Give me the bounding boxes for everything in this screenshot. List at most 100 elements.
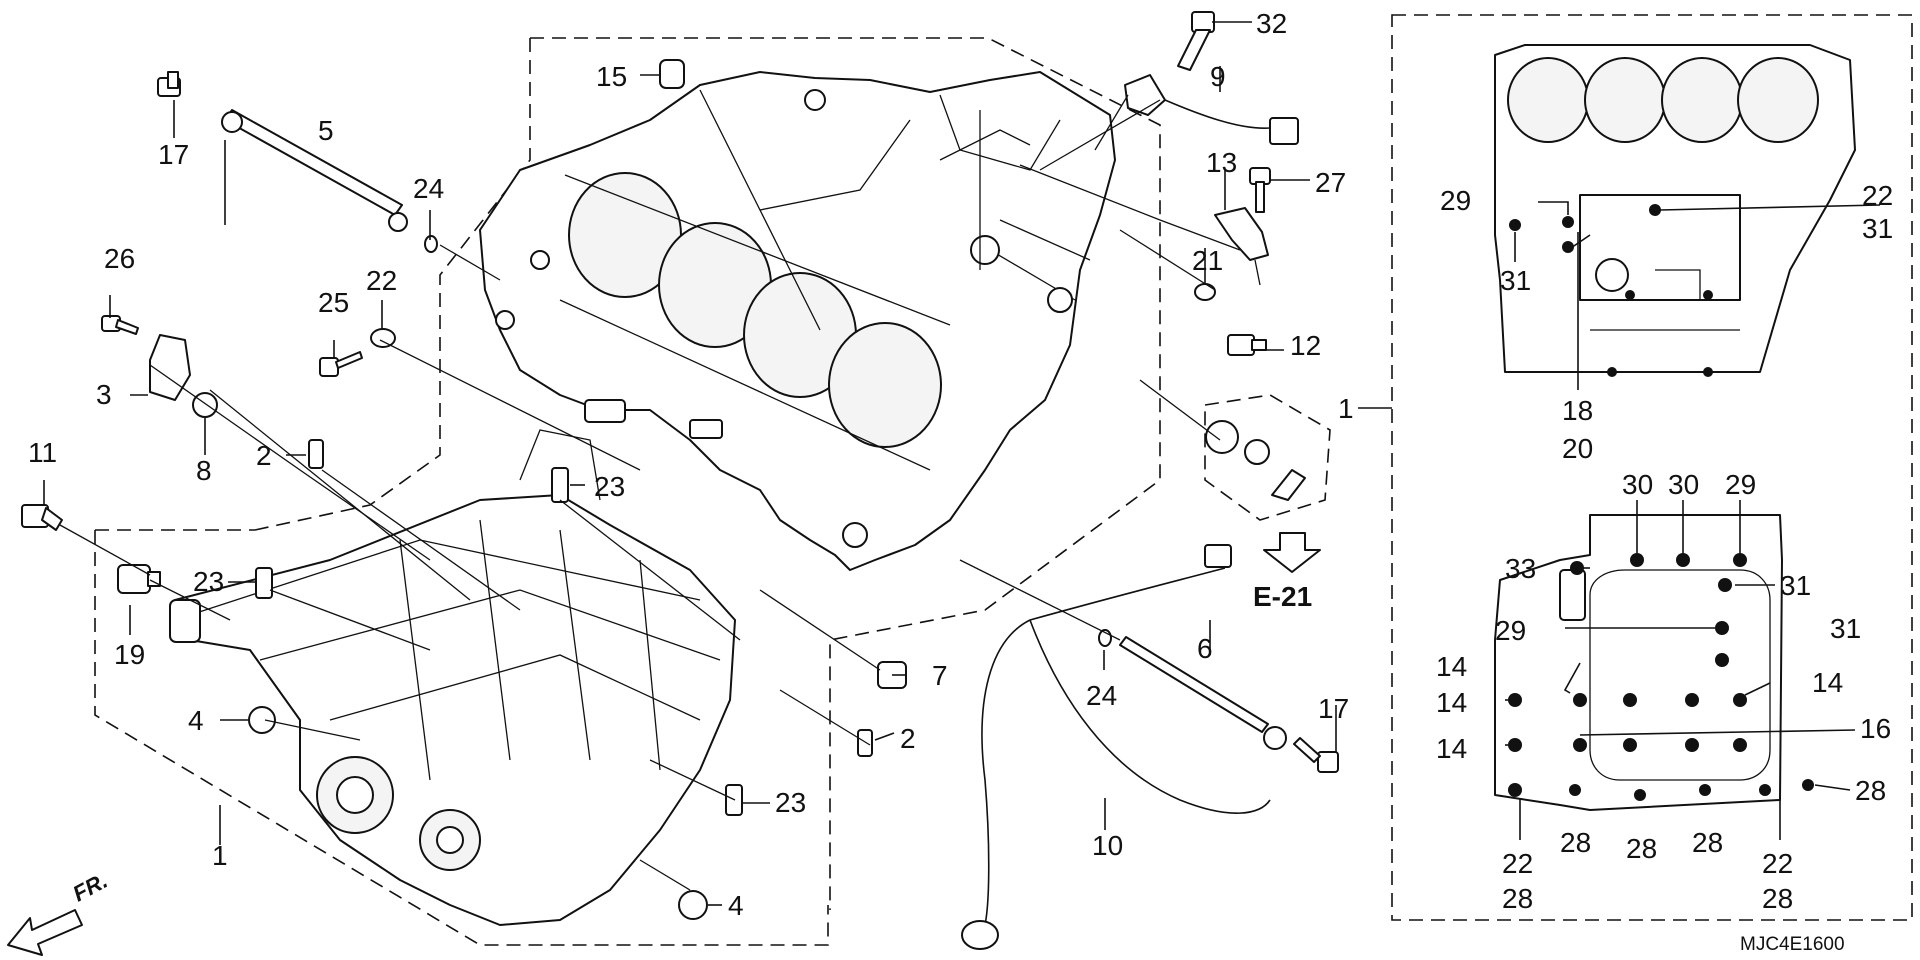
inset-callout-28-c: 28 — [1626, 833, 1657, 864]
part-22-washer — [370, 328, 396, 348]
callout-2-top: 2 — [256, 440, 272, 471]
inset-callout-14-b: 14 — [1812, 667, 1843, 698]
cylinder-bore-4 — [828, 322, 942, 448]
part-4-plug-a — [248, 706, 276, 734]
diagram-code: MJC4E1600 — [1740, 934, 1845, 955]
reference-e21: E-21 — [1253, 581, 1312, 612]
callout-4-b: 4 — [728, 890, 744, 921]
inset-lower-labels: 30 30 29 33 31 29 31 14 14 14 16 14 28 2… — [1436, 469, 1891, 914]
bearing-a — [1205, 420, 1239, 454]
part-8-seal — [192, 392, 218, 418]
callout-2-bottom: 2 — [900, 723, 916, 754]
part-24-oring-a — [424, 235, 438, 253]
part-4-plug-b — [678, 890, 708, 920]
part-10-harness — [961, 544, 1271, 950]
callout-19: 19 — [114, 639, 145, 670]
inset-upper-case — [1494, 44, 1881, 390]
inset-callout-18: 18 — [1562, 395, 1593, 426]
callout-24-b: 24 — [1086, 680, 1117, 711]
part-21-washer — [1194, 283, 1216, 301]
bearing-clip — [1271, 469, 1306, 501]
inset-callout-16: 16 — [1860, 713, 1891, 744]
front-arrow — [7, 909, 83, 956]
part-25-bolt — [319, 351, 363, 377]
callout-1-lower: 1 — [212, 840, 228, 871]
part-13-sensor — [1214, 207, 1269, 286]
group-outlines — [94, 14, 1913, 946]
upper-crankcase — [479, 71, 1116, 571]
inset-callout-14-a: 14 — [1436, 651, 1467, 682]
callout-9: 9 — [1210, 61, 1226, 92]
callout-32: 32 — [1256, 8, 1287, 39]
callout-17-b: 17 — [1318, 693, 1349, 724]
leader-lines — [43, 21, 1392, 906]
inset-callout-31-a: 31 — [1780, 570, 1811, 601]
callout-23-b: 23 — [193, 566, 224, 597]
part-26-bolt — [101, 315, 139, 335]
part-2-dowel-top — [308, 439, 324, 469]
inset-dashed-frame — [1391, 14, 1913, 921]
part-23-dowel-a — [551, 467, 569, 503]
callout-26: 26 — [104, 243, 135, 274]
part-12-switch — [1227, 334, 1267, 356]
lower-crankcase — [169, 429, 736, 926]
inset-callout-14-d: 14 — [1436, 733, 1467, 764]
part-17-bolt-b — [1293, 737, 1339, 773]
callout-8: 8 — [196, 455, 212, 486]
callout-23-a: 23 — [594, 471, 625, 502]
callout-6: 6 — [1197, 633, 1213, 664]
inset-callout-31-b: 31 — [1830, 613, 1861, 644]
small-parts — [7, 11, 1339, 956]
inset-callout-29-a: 29 — [1725, 469, 1756, 500]
callout-3: 3 — [96, 379, 112, 410]
inset-callout-30-a: 30 — [1622, 469, 1653, 500]
callout-24-a: 24 — [413, 173, 444, 204]
inset-callout-28-a: 28 — [1855, 775, 1886, 806]
callout-15: 15 — [596, 61, 627, 92]
part-19-plug — [117, 564, 161, 594]
inset-callout-28-b: 28 — [1560, 827, 1591, 858]
part-3-bracket — [149, 334, 191, 401]
part-11-switch — [21, 504, 63, 531]
inset-callout-28-d: 28 — [1692, 827, 1723, 858]
bearing-b — [1244, 439, 1270, 465]
inset-callout-22-a: 22 — [1502, 848, 1533, 879]
part-6-pipe — [1119, 636, 1287, 750]
part-32-bolt — [1177, 11, 1215, 71]
inset-callout-31-a: 31 — [1500, 265, 1531, 296]
inset-callout-31-b: 31 — [1862, 213, 1893, 244]
callout-4-a: 4 — [188, 705, 204, 736]
part-27-bolt — [1249, 167, 1271, 213]
callout-11: 11 — [28, 437, 57, 468]
inset-lower-case — [1494, 500, 1856, 840]
callout-5: 5 — [318, 115, 334, 146]
callout-22-a: 22 — [366, 265, 397, 296]
lower-crankcase-dashed-outline — [94, 529, 829, 946]
inset-callout-14-c: 14 — [1436, 687, 1467, 718]
callout-23-c: 23 — [775, 787, 806, 818]
part-23-dowel-b — [255, 567, 273, 599]
part-2-dowel-bottom — [857, 729, 873, 757]
inset-callout-22-b: 22 — [1762, 848, 1793, 879]
inset-callout-28-f: 28 — [1762, 883, 1793, 914]
upper-case-left-dash — [254, 38, 531, 531]
callout-17-a: 17 — [158, 139, 189, 170]
reference-arrow-icon — [1263, 532, 1321, 573]
inset-upper-labels: 29 22 31 31 18 20 — [1440, 180, 1893, 464]
callout-1-main: 1 — [1338, 393, 1354, 424]
callout-7: 7 — [932, 660, 948, 691]
bearing-set-dashed-box — [1204, 394, 1331, 521]
inset-callout-29-b: 29 — [1495, 615, 1526, 646]
callout-21: 21 — [1192, 245, 1223, 276]
callout-12: 12 — [1290, 330, 1321, 361]
callout-13: 13 — [1206, 147, 1237, 178]
inset-callout-30-b: 30 — [1668, 469, 1699, 500]
inset-callout-20: 20 — [1562, 433, 1593, 464]
inset-callout-22: 22 — [1862, 180, 1893, 211]
part-5-pipe — [157, 71, 408, 232]
callout-labels: 32 15 9 5 17 13 27 24 26 21 22 25 12 3 1… — [28, 8, 1845, 955]
part-9-sensor — [1124, 74, 1299, 145]
callout-27: 27 — [1315, 167, 1346, 198]
callout-10: 10 — [1092, 830, 1123, 861]
